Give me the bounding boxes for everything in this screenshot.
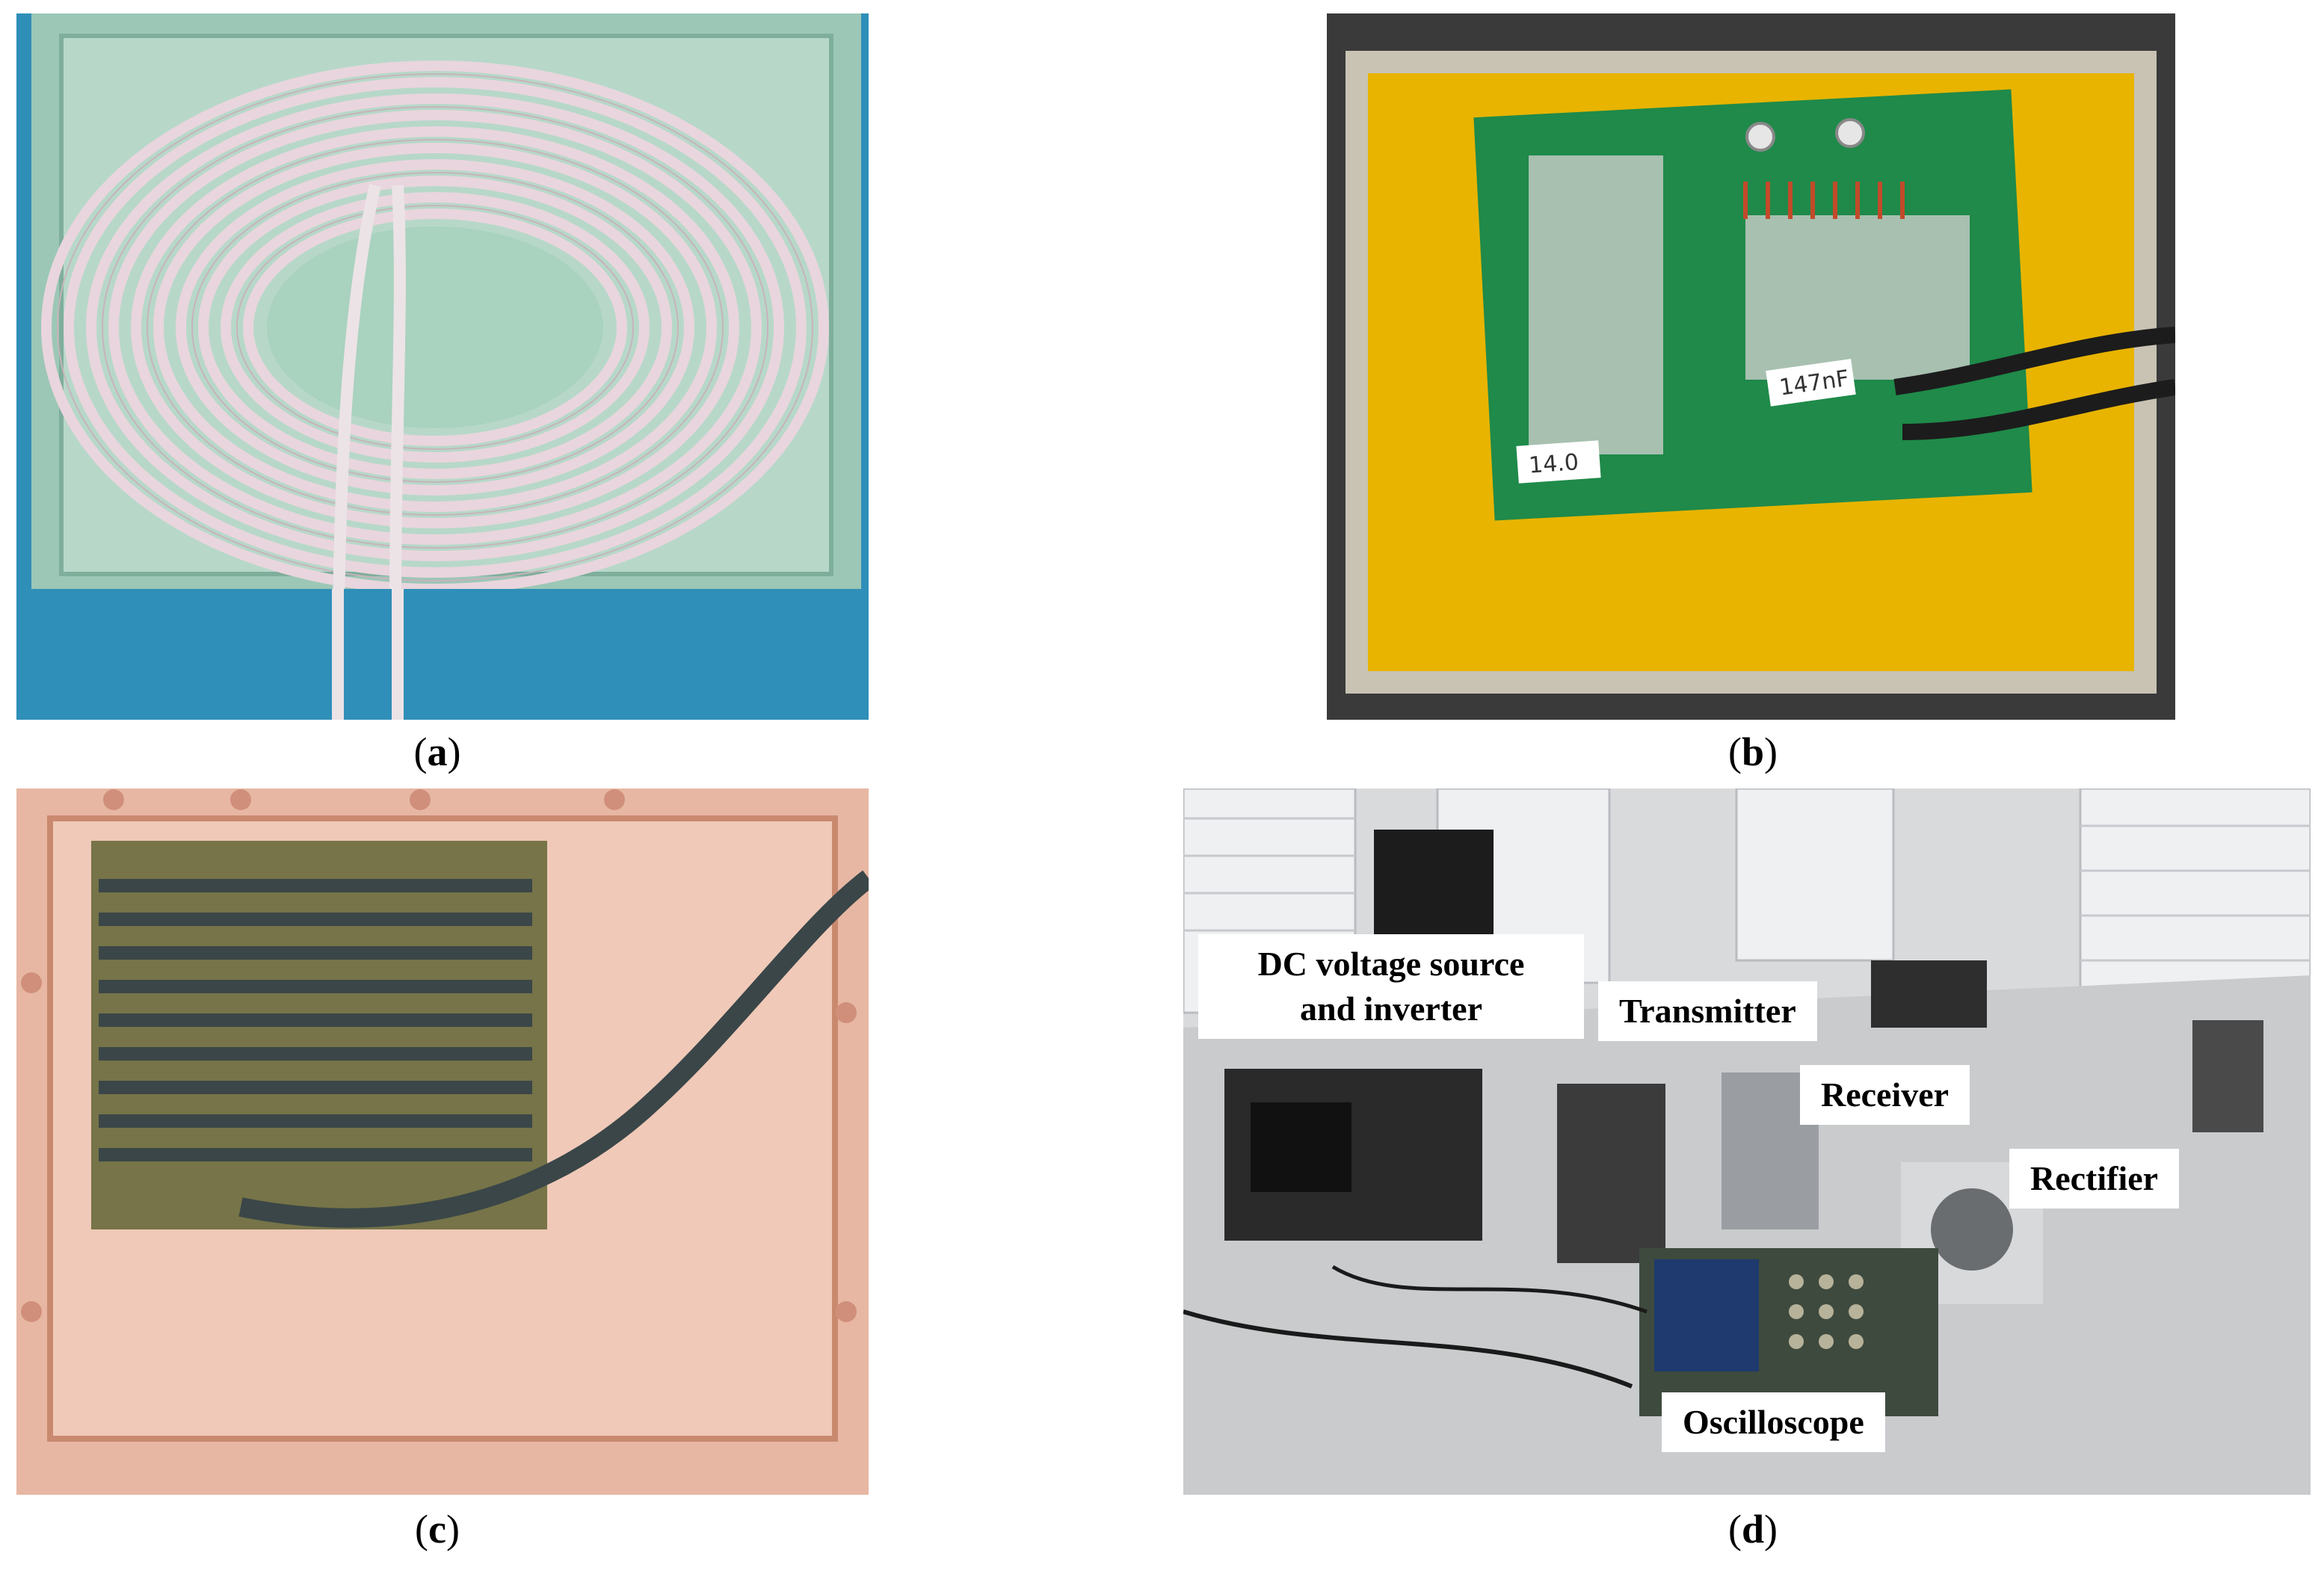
label-receiver: Receiver [1800,1065,1970,1125]
caption-d: (d) [1727,1507,1778,1552]
label-rectifier: Rectifier [2009,1149,2180,1209]
board-res-note: 14.0 [1528,449,1579,479]
caption-c: (c) [415,1507,460,1552]
experimental-setup-photo [1183,788,2311,1495]
panel-d-photo: DC voltage source and inverter Transmitt… [1183,788,2311,1495]
panel-c-photo [16,788,869,1495]
panel-a-photo [16,13,869,720]
label-dc-source-line1: DC voltage source [1257,945,1525,983]
label-dc-source-line2: and inverter [1299,989,1482,1028]
caption-a: (a) [413,729,461,774]
panel-b-photo: 147nF 14.0 [1327,13,2175,720]
capacitor-board-photo: 147nF 14.0 [1327,13,2175,720]
label-transmitter: Transmitter [1598,981,1817,1041]
receiver-coil-photo [16,788,869,1495]
label-oscilloscope: Oscilloscope [1662,1392,1885,1452]
spiral-coil-photo [16,13,869,720]
label-dc-source: DC voltage source and inverter [1198,934,1584,1039]
caption-b: (b) [1727,729,1778,774]
